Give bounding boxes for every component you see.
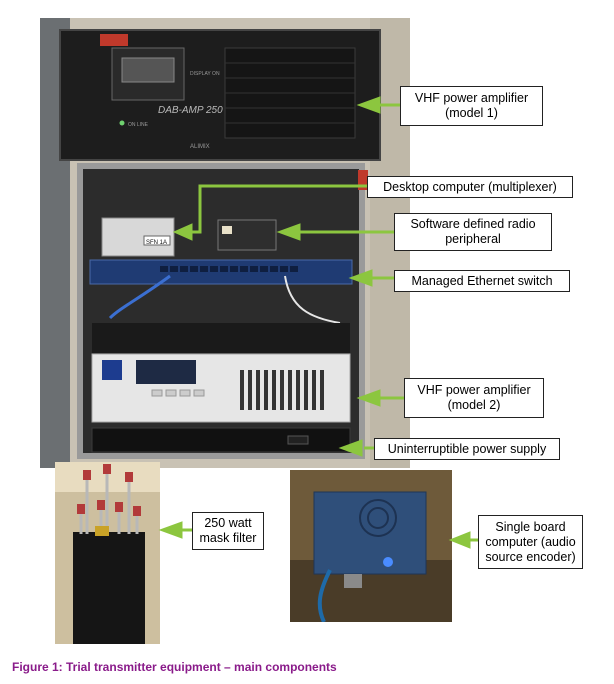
arrowhead-sdr [276,223,301,241]
label-desktop-computer: Desktop computer (multiplexer) [367,176,573,198]
label-mask-filter-text: 250 watt mask filter [199,516,257,545]
label-switch: Managed Ethernet switch [394,270,570,292]
arrowhead-desktop-computer [172,223,193,241]
mask-filter-illustration [55,462,160,644]
arrowhead-ups [338,439,363,457]
label-desktop-computer-text: Desktop computer (multiplexer) [383,179,557,194]
arrowhead-vhf-amp-1 [356,96,381,114]
amp1-brand-text: ALIMIX [190,144,210,150]
arrowhead-vhf-amp-2 [356,389,381,407]
label-vhf-amp-2-text: VHF power amplifier (model 2) [417,383,531,412]
label-ups-text: Uninterruptible power supply [387,441,547,456]
arrow-desktop-computer [190,184,367,234]
rack-photo: DAB-AMP 250 DISPLAY ON ALIMIX ON LINE SF… [40,18,410,468]
label-vhf-amp-1-text: VHF power amplifier (model 1) [414,91,529,120]
label-sdr: Software defined radio peripheral [394,213,552,251]
label-sdr-text: Software defined radio peripheral [410,217,536,246]
label-switch-text: Managed Ethernet switch [411,273,553,288]
figure-caption: Figure 1: Trial transmitter equipment – … [12,660,337,674]
led-indicator [119,120,125,126]
rack-illustration: DAB-AMP 250 DISPLAY ON ALIMIX ON LINE SF… [40,18,410,468]
label-vhf-amp-2: VHF power amplifier (model 2) [404,378,544,418]
label-mask-filter: 250 watt mask filter [192,512,264,550]
amp1-display-label: DISPLAY ON [190,71,220,77]
arrowhead-sbc [448,531,471,549]
arrowhead-switch [348,269,373,287]
sbc-photo [290,470,452,622]
label-vhf-amp-1: VHF power amplifier (model 1) [400,86,543,126]
arrowhead-mask-filter [158,521,183,539]
mux-label-text: SFN 1A [146,240,167,246]
label-ups: Uninterruptible power supply [374,438,560,460]
label-sbc-text: Single board computer (audio source enco… [485,519,576,564]
amp1-model-text: DAB-AMP 250 [158,105,223,116]
sbc-illustration [290,470,452,622]
label-sbc: Single board computer (audio source enco… [478,515,583,569]
amp1-led-label: ON LINE [128,122,149,128]
mask-filter-photo [55,462,160,644]
